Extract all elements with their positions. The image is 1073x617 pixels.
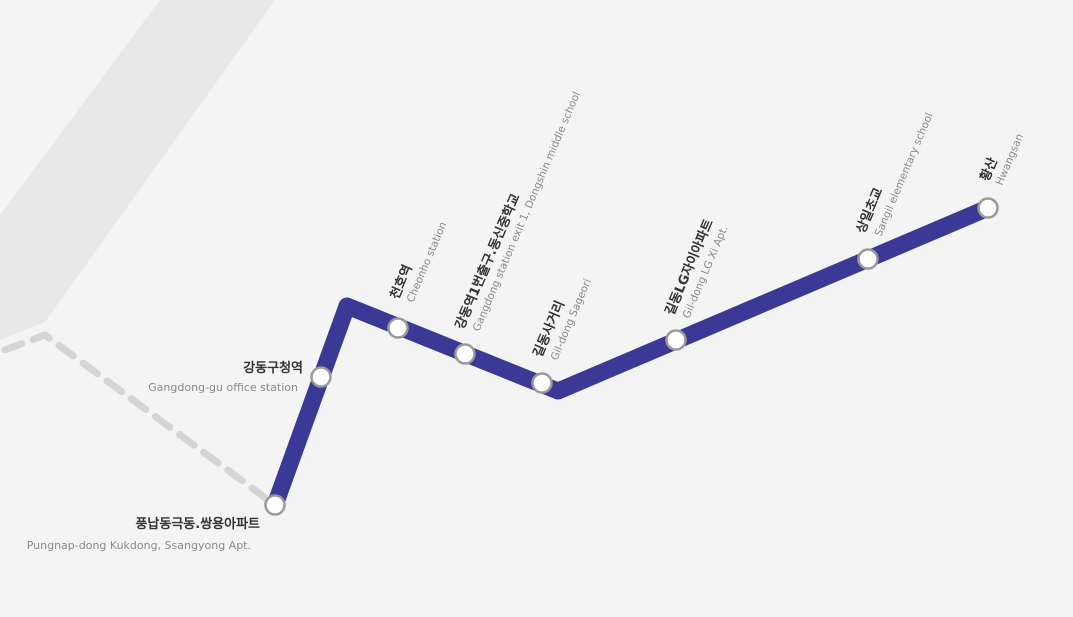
stop-name-en: Pungnap-dong Kukdong, Ssangyong Apt. <box>27 539 251 552</box>
stop-name-en: Cheonho station <box>405 220 450 304</box>
stop-marker[interactable] <box>454 343 476 365</box>
route-line <box>266 199 997 514</box>
stop-name-en: Hwangsan <box>994 132 1026 187</box>
stop-marker[interactable] <box>310 366 332 388</box>
stop-marker[interactable] <box>977 197 999 219</box>
stop-marker[interactable] <box>857 248 879 270</box>
stop-name-ko: 강동구청역 <box>243 360 303 376</box>
stop-marker[interactable] <box>387 317 409 339</box>
stop-marker[interactable] <box>531 372 553 394</box>
dashed-route <box>1 331 279 509</box>
stop-name-ko: 풍납동극동.쌍용아파트 <box>135 516 260 532</box>
stop-name-en: Gangdong-gu office station <box>148 381 298 394</box>
stop-name-en: Sangil elementary school <box>873 111 936 238</box>
stop-marker[interactable] <box>665 329 687 351</box>
background-band <box>0 0 275 340</box>
stop-name-en: Gangdong station exit 1, Dongshin middle… <box>471 90 583 333</box>
stop-marker[interactable] <box>264 494 286 516</box>
